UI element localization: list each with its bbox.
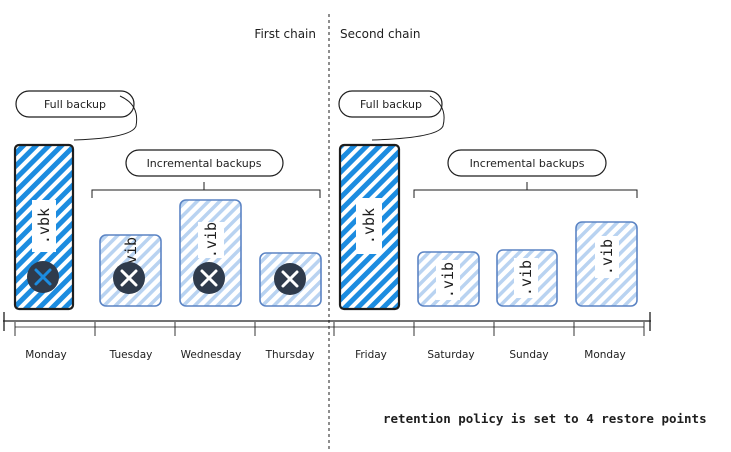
day-label: Sunday xyxy=(509,349,548,361)
first-full-callout-label: Full backup xyxy=(44,98,106,111)
first-incremental-bracket xyxy=(91,182,321,198)
second-full-callout: Full backup xyxy=(338,90,445,141)
sunday-incremental-block: .vib xyxy=(496,249,558,307)
day-label: Tuesday xyxy=(109,349,153,361)
circle-x-icon xyxy=(113,262,145,294)
second-chain-label: Second chain xyxy=(340,27,420,41)
tuesday-incremental-block: .vib xyxy=(99,234,162,307)
thursday-incremental-block xyxy=(259,252,322,307)
first-chain-label: First chain xyxy=(254,27,316,41)
second-full-backup-block: .vbk xyxy=(338,143,401,311)
saturday-incremental-block: .vib xyxy=(417,251,480,307)
first-full-callout: Full backup xyxy=(15,90,138,141)
day-label: Saturday xyxy=(427,349,474,361)
day-label: Thursday xyxy=(265,349,315,361)
first-full-ext: .vbk xyxy=(35,208,53,244)
second-incremental-bracket xyxy=(413,182,638,198)
wednesday-incremental-block: .vib xyxy=(179,199,242,307)
wednesday-inc-ext: .vib xyxy=(202,222,220,258)
second-incremental-callout-label: Incremental backups xyxy=(470,157,585,170)
second-monday-inc-ext: .vib xyxy=(598,239,616,275)
second-full-ext: .vbk xyxy=(360,208,378,244)
day-label: Wednesday xyxy=(181,349,242,361)
circle-x-icon xyxy=(27,261,59,293)
day-label: Friday xyxy=(355,349,387,361)
first-full-backup-block: .vbk xyxy=(13,143,75,311)
second-monday-incremental-block: .vib xyxy=(575,221,638,307)
first-incremental-callout: Incremental backups xyxy=(125,149,284,177)
circle-x-icon xyxy=(274,263,306,295)
timeline xyxy=(3,312,651,336)
saturday-inc-ext: .vib xyxy=(439,262,457,298)
first-incremental-callout-label: Incremental backups xyxy=(147,157,262,170)
retention-note: retention policy is set to 4 restore poi… xyxy=(383,411,707,426)
day-label: Monday xyxy=(25,349,66,361)
day-label: Monday xyxy=(584,349,625,361)
second-full-callout-label: Full backup xyxy=(360,98,422,111)
sunday-inc-ext: .vib xyxy=(517,260,535,296)
second-incremental-callout: Incremental backups xyxy=(447,149,607,177)
circle-x-icon xyxy=(193,262,225,294)
